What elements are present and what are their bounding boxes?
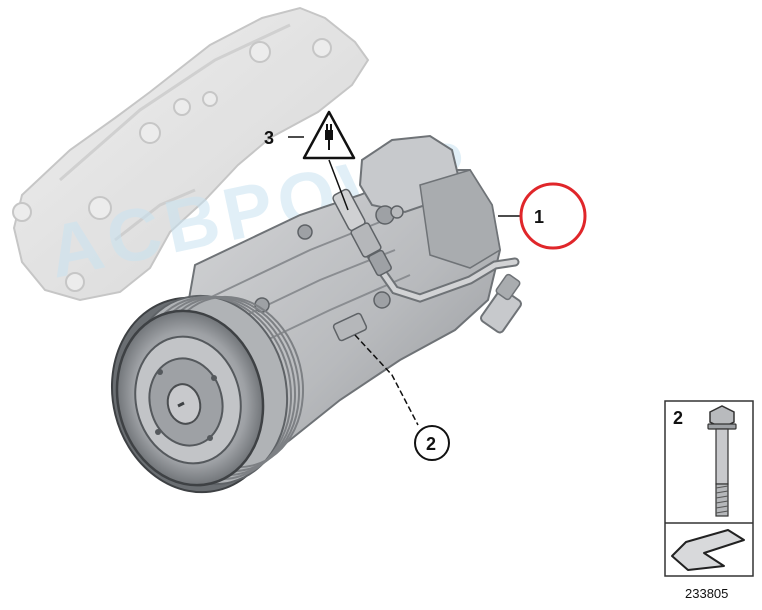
bolt-icon [707,405,737,517]
callout-number-part1: 1 [534,207,544,227]
arrow-icon [671,529,745,571]
leader-line-part2 [354,334,419,426]
callout-number-part2: 2 [426,434,436,454]
inset-detail-box: 2 [664,400,754,577]
leader-line-part3-down [328,159,349,211]
clutch-pulley [110,294,305,494]
electrical-connector-warning-icon [302,110,356,160]
highlight-circle [519,182,587,250]
callout-part1[interactable]: 1 [519,182,587,250]
inset-part-number: 2 [673,408,683,428]
diagram-code: 233805 [685,586,728,601]
leader-lines [288,136,522,426]
callout-circle-part2 [414,425,450,461]
mounting-bracket [12,6,370,302]
callout-part3[interactable]: 3 [264,110,356,160]
callout-number-part3: 3 [264,128,274,148]
callout-part2[interactable]: 2 [414,425,450,461]
